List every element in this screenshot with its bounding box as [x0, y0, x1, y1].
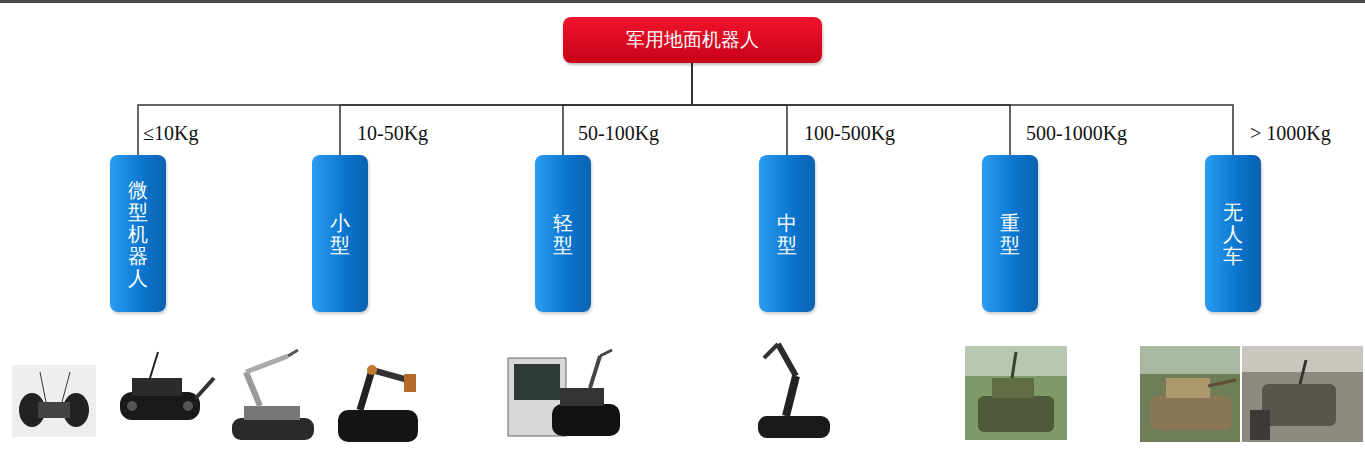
arm-robot-picture: [232, 350, 314, 440]
category-box: 中型: [759, 155, 815, 312]
weight-label: ≤10Kg: [141, 122, 200, 145]
weight-label: 500-1000Kg: [1024, 122, 1129, 145]
medium-robot-picture: [758, 344, 830, 438]
root-title: 军用地面机器人: [626, 27, 759, 53]
category-name: 微型机器人: [128, 179, 148, 289]
top-rule: [0, 0, 1365, 3]
light-robot-picture: [508, 350, 620, 436]
category-box: 重型: [982, 155, 1038, 312]
ugv-picture: [1242, 346, 1363, 442]
category-name: 轻型: [553, 212, 573, 256]
tree-connector: [340, 63, 692, 155]
tree-connector: [692, 63, 787, 155]
category-name: 无人车: [1223, 201, 1243, 267]
ugv-picture: [1140, 346, 1240, 442]
category-name: 小型: [330, 212, 350, 256]
tree-connector: [692, 63, 1233, 155]
tree-connector: [563, 63, 692, 155]
micro-robot-picture: [12, 365, 96, 437]
weight-label: 100-500Kg: [802, 122, 897, 145]
weight-label: 50-100Kg: [576, 122, 661, 145]
category-box: 小型: [312, 155, 368, 312]
small-robot-picture: [120, 352, 214, 420]
category-box: 无人车: [1205, 155, 1261, 312]
tree-connector: [692, 63, 1010, 155]
arm-robot-picture: [338, 365, 418, 442]
category-name: 重型: [1000, 212, 1020, 256]
weight-label: > 1000Kg: [1248, 122, 1333, 145]
category-name: 中型: [777, 212, 797, 256]
category-box: 微型机器人: [110, 155, 166, 312]
weight-label: 10-50Kg: [355, 122, 430, 145]
category-box: 轻型: [535, 155, 591, 312]
root-box: 军用地面机器人: [563, 17, 822, 63]
heavy-robot-picture: [965, 346, 1067, 440]
tree-connector: [138, 63, 692, 155]
